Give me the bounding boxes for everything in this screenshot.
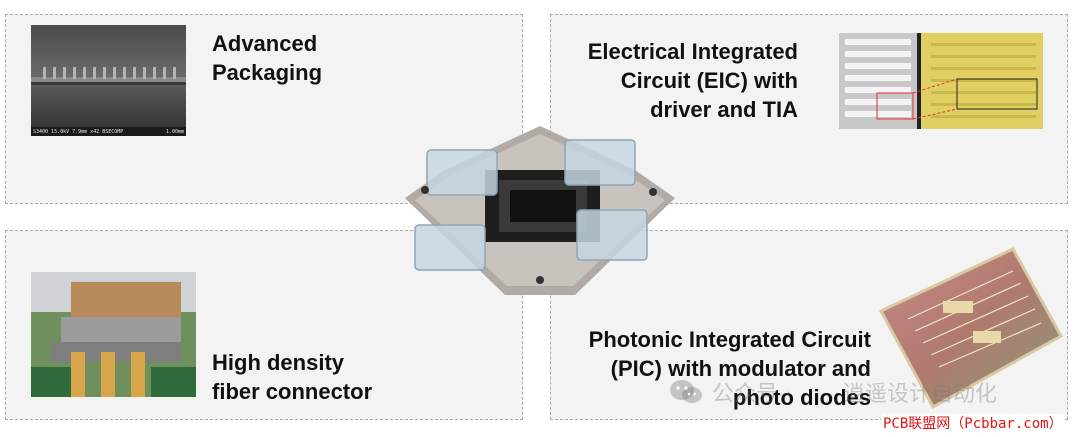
eic-micrograph-image (839, 33, 1043, 129)
pic-chip-image (873, 241, 1063, 413)
sem-caption-left: S3400 15.0kV 7.9mm x42 BSECOMP (33, 129, 124, 135)
source-badge: PCB联盟网（Pcbbar.com） (881, 414, 1065, 435)
sem-caption-right: 1.00mm (165, 129, 184, 135)
sem-caption: S3400 15.0kV 7.9mm x42 BSECOMP 1.00mm (33, 129, 184, 135)
watermark-account-name: 逍遥设计自动化 (843, 382, 998, 407)
wechat-icon (670, 380, 702, 403)
panel-advanced-packaging: S3400 15.0kV 7.9mm x42 BSECOMP 1.00mm Ad… (5, 14, 523, 204)
panel-title-eic: Electrical Integrated Circuit (EIC) with… (587, 39, 798, 122)
optical-engine-package-image (395, 120, 685, 300)
watermark-wechat-label: 公众号 · (712, 382, 792, 407)
sem-image: S3400 15.0kV 7.9mm x42 BSECOMP 1.00mm (31, 25, 186, 136)
panel-title-advanced-packaging: Advanced Packaging (212, 31, 323, 85)
panel-title-fiber-connector: High density fiber connector (212, 350, 373, 404)
fiber-connector-image (31, 272, 196, 397)
panel-title-pic: Photonic Integrated Circuit (PIC) with m… (588, 327, 871, 410)
panel-pic: Photonic Integrated Circuit (PIC) with m… (550, 230, 1068, 420)
